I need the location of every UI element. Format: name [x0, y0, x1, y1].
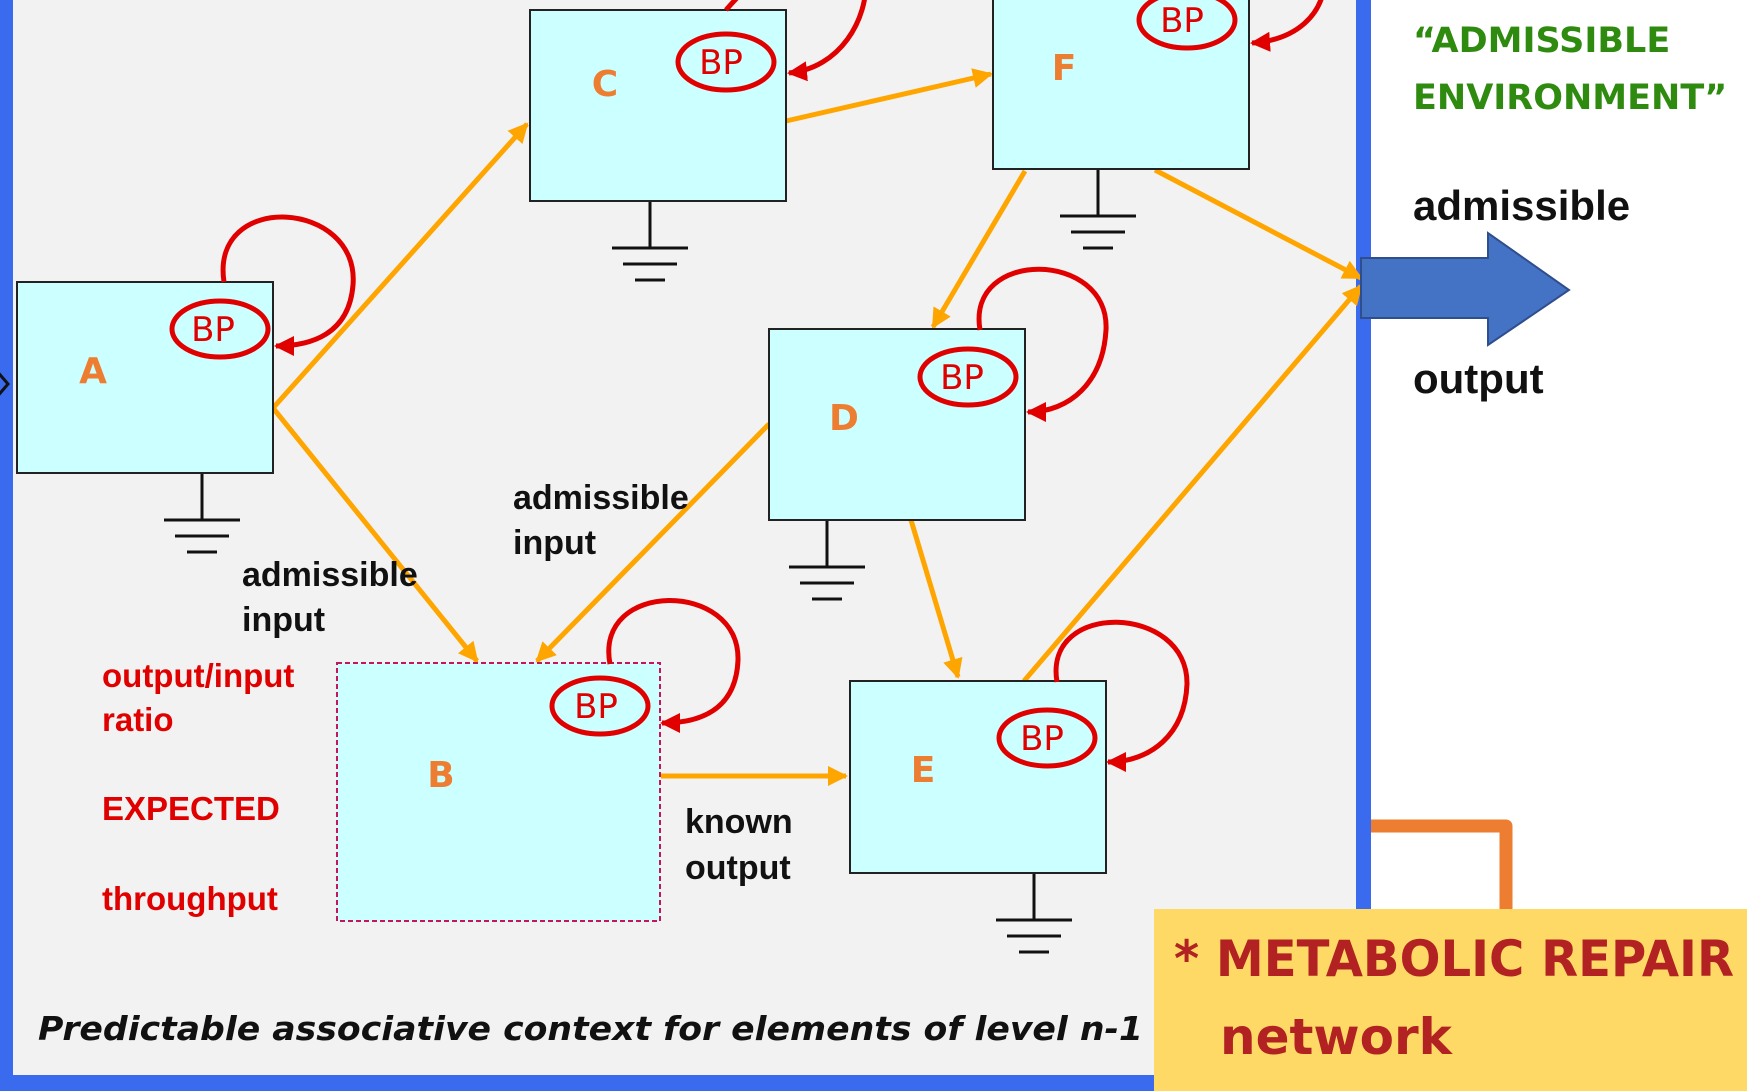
label-ratio-1: output/input [102, 657, 294, 694]
bp-ellipse-e [996, 707, 1098, 769]
node-f-box [992, 0, 1250, 170]
ground-symbols [164, 169, 1136, 954]
node-b-box [336, 662, 661, 922]
ground-f [1060, 169, 1136, 250]
label-admissible-input-mid-2: input [513, 524, 596, 562]
node-e-box [849, 680, 1107, 874]
self-loop-f [1250, 0, 1324, 52]
ground-c [612, 201, 688, 282]
bp-ellipse-a [169, 298, 271, 360]
bp-label-d: BP [940, 358, 984, 398]
bp-label-e: BP [1020, 719, 1064, 759]
bp-marker-f: BP [1136, 0, 1238, 51]
node-a-box [16, 281, 274, 474]
node-d: D [768, 328, 1026, 521]
arrow-c-to-f [785, 68, 993, 124]
callout-line-1: * METABOLIC REPAIR [1174, 930, 1734, 988]
label-throughput: throughput [102, 880, 278, 917]
bp-label-b: BP [574, 687, 618, 727]
arrow-d-to-b [535, 422, 771, 663]
ground-e [996, 873, 1072, 954]
bp-ellipse-c [675, 31, 777, 93]
callout-box [1154, 909, 1747, 1091]
arrow-a-to-c [271, 122, 529, 410]
label-ratio-2: ratio [102, 701, 174, 738]
node-b-label: B [427, 755, 454, 796]
arrow-f-to-output [1153, 167, 1363, 281]
bp-ellipse-b [549, 675, 651, 737]
env-label-1: “ADMISSIBLE [1413, 21, 1670, 61]
bp-markers: BP BP BP BP BP BP [169, 0, 1238, 769]
bp-ellipse-f [1136, 0, 1238, 51]
right-admissible-label: admissible [1413, 182, 1630, 229]
self-loops [220, 0, 1324, 772]
node-e: E [849, 680, 1107, 874]
callout-line-2: network [1220, 1008, 1454, 1066]
label-known-output-2: output [685, 849, 791, 887]
arrow-f-to-d [930, 169, 1028, 329]
ground-d [789, 520, 865, 601]
bp-marker-e: BP [996, 707, 1098, 769]
self-loop-b [606, 598, 741, 733]
diagram-caption: Predictable associative context for elem… [38, 1009, 1143, 1048]
left-edge-arrowhead [0, 372, 10, 396]
arrow-e-to-output [1022, 284, 1363, 683]
node-f: F [992, 0, 1250, 170]
bp-label-a: BP [191, 310, 235, 350]
bp-label-f: BP [1160, 1, 1204, 41]
node-d-box [768, 328, 1026, 521]
label-admissible-input-mid-1: admissible [513, 479, 689, 517]
node-b: B [336, 662, 661, 922]
node-a-label: A [79, 351, 107, 392]
metabolic-repair-callout: * METABOLIC REPAIR network [1154, 909, 1747, 1091]
bp-marker-c: BP [675, 31, 777, 93]
ground-a [164, 473, 240, 554]
label-known-output-1: known [685, 803, 793, 841]
arrow-d-to-e [908, 519, 963, 679]
bp-ellipse-d [917, 346, 1019, 408]
node-c-label: C [592, 64, 618, 105]
callout-connector [1371, 819, 1513, 912]
arrow-a-to-b [271, 406, 479, 663]
node-f-label: F [1052, 48, 1077, 89]
self-loop-d [976, 266, 1109, 422]
self-loop-a [220, 214, 356, 356]
connections [271, 68, 1363, 786]
node-e-label: E [911, 750, 936, 791]
bp-marker-a: BP [169, 298, 271, 360]
label-admissible-input-left-2: input [242, 601, 325, 639]
self-loop-e [1053, 619, 1190, 772]
system-output-arrow [1360, 231, 1571, 347]
node-c-box [529, 9, 787, 202]
self-loop-c [724, 0, 867, 73]
bp-marker-b: BP [549, 675, 651, 737]
right-output-label: output [1413, 355, 1544, 402]
bp-marker-d: BP [917, 346, 1019, 408]
node-d-label: D [829, 398, 859, 439]
node-a: A [16, 281, 274, 474]
label-expected: EXPECTED [102, 790, 280, 827]
label-admissible-input-left-1: admissible [242, 556, 418, 594]
env-label-2: ENVIRONMENT” [1413, 78, 1727, 118]
node-c: C [529, 9, 787, 202]
bp-label-c: BP [699, 43, 743, 83]
